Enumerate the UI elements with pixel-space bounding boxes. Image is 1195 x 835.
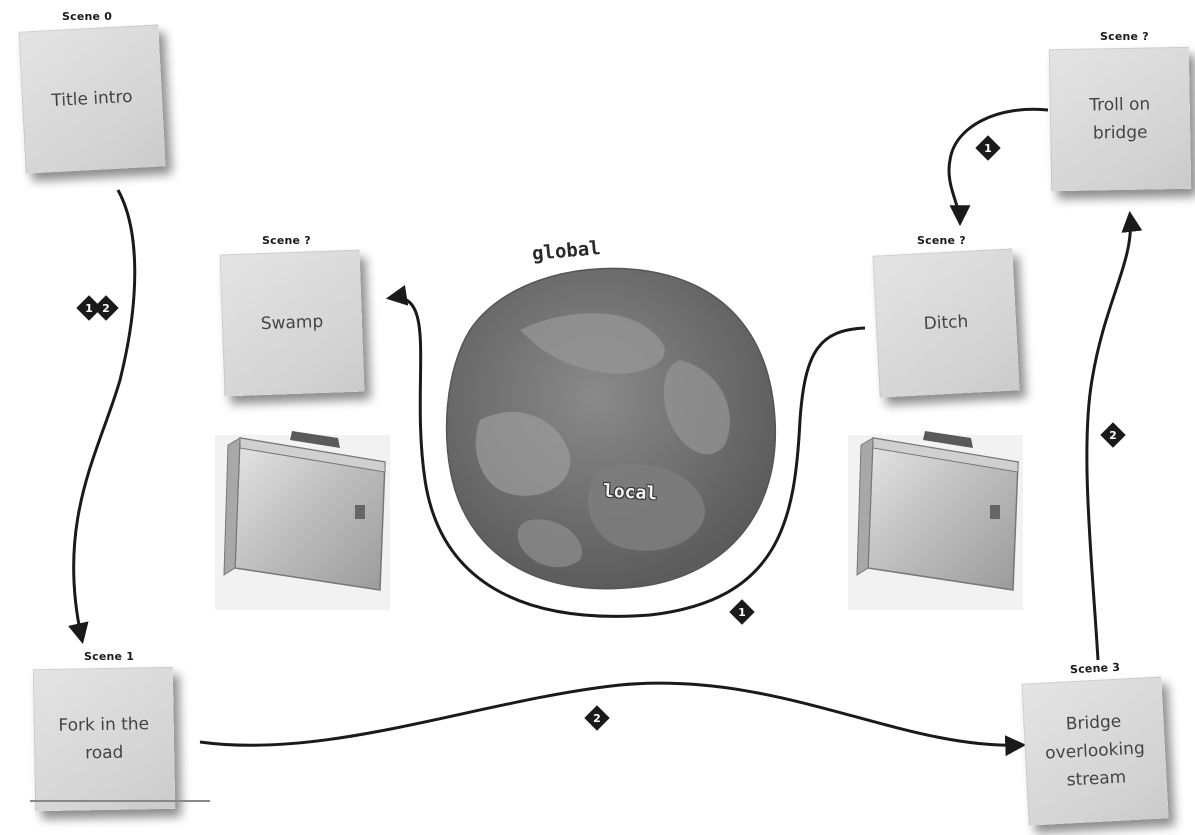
arrow-fork-to-bridge [199,681,1027,757]
step-badge: 1 [975,135,1001,161]
scene-label: Scene ? [917,234,966,247]
step-badge: 2 [93,295,119,321]
scene-card-fork: Fork in the road [32,666,176,812]
step-badge-label: 1 [984,142,992,155]
scene-label: Scene 1 [84,650,135,663]
scene-label: Scene ? [1100,30,1149,43]
scene-card-text: Troll on bridge [1089,94,1151,144]
briefcase-icon [848,431,1023,610]
scene-card-swamp: Swamp [219,249,365,397]
scene-card-text: Ditch [923,311,969,335]
step-badge: 2 [584,705,610,731]
scene-label: Scene ? [262,234,311,247]
step-badge-label: 2 [102,302,110,315]
divider [30,800,210,802]
step-badge-label: 2 [1109,429,1117,442]
arrow-ditch-to-swamp [385,285,866,618]
scene-card-bridge: Bridge overlooking stream [1021,676,1169,826]
scene-card-title-intro: Title intro [18,24,166,174]
local-label: local [602,480,658,505]
arrow-title-to-fork [68,189,137,645]
scene-card-text: Fork in the road [58,714,150,764]
arrow-bridge-to-troll [1085,210,1143,661]
briefcase-icon [215,431,390,610]
step-badge: 1 [76,295,102,321]
scene-card-ditch: Ditch [872,248,1020,398]
scene-label: Scene 3 [1069,660,1121,677]
scene-card-text: Bridge overlooking stream [1044,711,1146,791]
step-badge: 2 [1100,422,1126,448]
scene-card-troll: Troll on bridge [1048,46,1192,192]
step-badge-label: 1 [85,302,93,315]
arrow-troll-to-ditch [947,107,1049,227]
step-badge-label: 2 [593,712,601,725]
scene-label: Scene 0 [62,10,113,23]
step-badge: 1 [729,599,755,625]
step-badge-label: 1 [738,606,746,619]
scene-card-text: Swamp [260,311,324,335]
globe-icon [445,267,777,590]
scene-card-text: Title intro [51,86,133,112]
